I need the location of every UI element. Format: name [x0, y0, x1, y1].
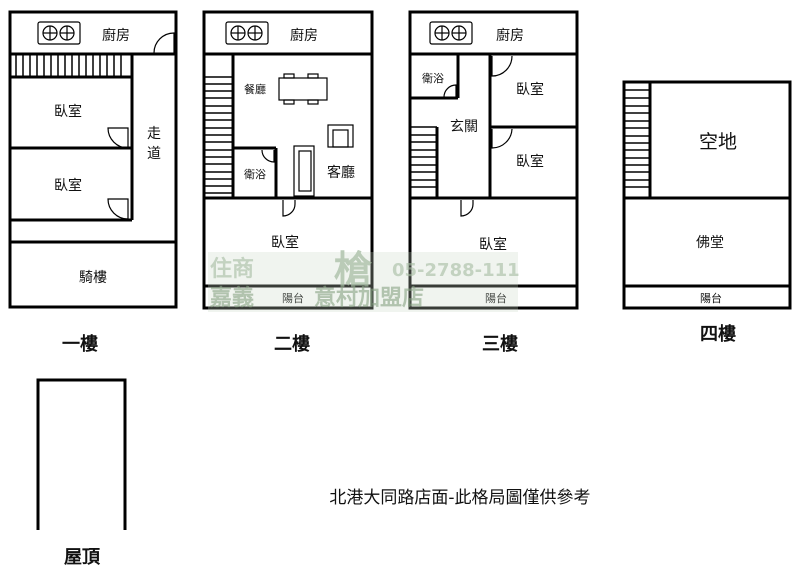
floor-label-4: 四樓: [700, 323, 736, 345]
floor-2-plan: 廚房 餐廳 衛浴 客廳 臥室 陽台: [202, 10, 374, 310]
door-icon: [460, 200, 474, 217]
roof-plan: [36, 378, 127, 530]
room-label-entry: 玄關: [450, 118, 478, 135]
room-label-kitchen: 廚房: [102, 27, 130, 44]
room-label-arcade: 騎樓: [79, 270, 107, 286]
door-icon: [153, 32, 175, 54]
room-label-corridor: 道: [147, 146, 161, 162]
floor-label-2: 二樓: [274, 333, 310, 355]
floor-3-plan: 廚房 衛浴 玄關 臥室 臥室 臥室 陽台: [408, 10, 579, 310]
door-icon: [261, 149, 275, 163]
door-icon: [491, 55, 513, 77]
watermark-line3: 意村加盟店: [314, 285, 424, 311]
floor-label-3: 三樓: [482, 333, 518, 355]
caption: 北港大同路店面-此格局圖僅供參考: [329, 488, 590, 508]
floor-label-1: 一樓: [62, 333, 98, 355]
stove-icon: [225, 21, 269, 45]
door-icon: [107, 127, 129, 149]
watermark-logo-icon: 槍: [334, 248, 373, 292]
stove-icon: [429, 21, 473, 45]
room-label-balcony: 陽台: [700, 291, 722, 305]
room-label-bath: 衛浴: [244, 168, 266, 181]
floor-4-plan: 空地 佛堂 陽台: [622, 80, 792, 310]
room-label-shrine: 佛堂: [696, 235, 724, 251]
door-icon: [282, 200, 296, 217]
door-icon: [107, 198, 129, 220]
room-label-bedroom: 臥室: [54, 103, 82, 120]
room-label-bath: 衛浴: [422, 72, 444, 85]
sofa-icon: [293, 145, 315, 197]
room-label-open-space: 空地: [699, 131, 737, 153]
room-label-bedroom: 臥室: [271, 234, 299, 251]
room-label-bedroom: 臥室: [54, 177, 82, 194]
watermark: 住商 槍 05-2788-111 嘉義 意村加盟店: [208, 248, 520, 312]
room-label-living: 客廳: [327, 164, 355, 181]
armchair-icon: [327, 124, 354, 148]
watermark-line1: 住商: [210, 256, 254, 282]
room-label-bedroom: 臥室: [516, 81, 544, 98]
floor-1-plan: 廚房 臥室 臥室 走 道 騎樓: [8, 10, 178, 309]
room-label-kitchen: 廚房: [290, 27, 318, 44]
room-label-balcony: 陽台: [282, 291, 304, 305]
room-label-bedroom: 臥室: [516, 153, 544, 170]
room-label-kitchen: 廚房: [496, 27, 524, 44]
dining-table-icon: [278, 73, 328, 105]
watermark-line2: 嘉義: [210, 285, 254, 311]
door-icon: [443, 84, 457, 98]
room-label-bedroom: 臥室: [479, 236, 507, 253]
room-label-balcony: 陽台: [485, 291, 507, 305]
stove-icon: [37, 21, 81, 45]
room-label-corridor: 走: [147, 126, 161, 142]
door-icon: [491, 128, 513, 149]
watermark-phone: 05-2788-111: [392, 260, 520, 281]
roof-label: 屋頂: [64, 547, 101, 568]
room-label-dining: 餐廳: [244, 82, 266, 96]
